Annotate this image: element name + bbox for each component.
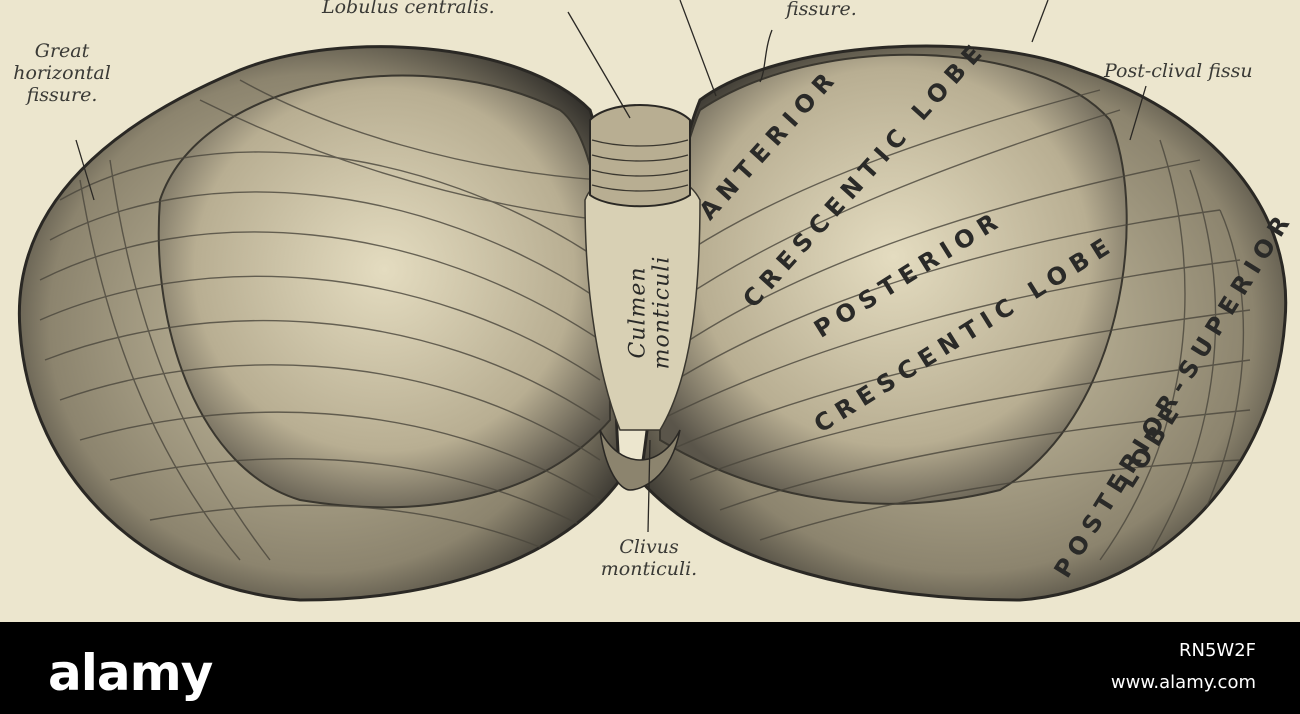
culmen-word: Culmen: [625, 266, 651, 359]
watermark-footer: alamy RN5W2F www.alamy.com: [0, 622, 1300, 714]
leader-post-clival: [1129, 85, 1147, 141]
label-fissure: fissure.: [786, 0, 857, 20]
label-clivus-line2: monticuli.: [600, 558, 698, 580]
leader-clivus: [647, 439, 651, 533]
left-inner-lobe: [157, 74, 612, 509]
image-id: RN5W2F: [1178, 640, 1256, 661]
region-culmen: Culmen: [626, 243, 651, 383]
clivus-notch: [599, 429, 681, 491]
label-great-line1: Great: [34, 40, 90, 62]
label-great-line2: horizontal: [13, 62, 111, 84]
lobulus-centralis-knob: [589, 104, 691, 208]
leader-lobulus: [567, 11, 631, 119]
alamy-logo: alamy: [48, 644, 213, 702]
label-lobulus-centralis: Lobulus centralis.: [322, 0, 495, 18]
site-url: www.alamy.com: [1110, 672, 1256, 693]
leader-fissure: [759, 29, 773, 83]
leader-great-horizontal: [75, 139, 95, 201]
label-clivus-line1: Clivus: [619, 536, 679, 558]
label-post-clival-fissure: Post-clival fissu: [1104, 60, 1253, 82]
monticuli-word: monticuli: [649, 255, 675, 370]
leader-right-top: [1031, 0, 1049, 43]
cerebellum-illustration: [17, 0, 1288, 602]
label-clivus-monticuli: Clivus monticuli.: [590, 536, 708, 580]
label-great-horizontal-fissure: Great horizontal fissure.: [6, 40, 118, 106]
region-monticuli: monticuli: [650, 243, 675, 383]
leader-top-fissure: [679, 0, 717, 97]
label-great-line3: fissure.: [26, 84, 98, 106]
